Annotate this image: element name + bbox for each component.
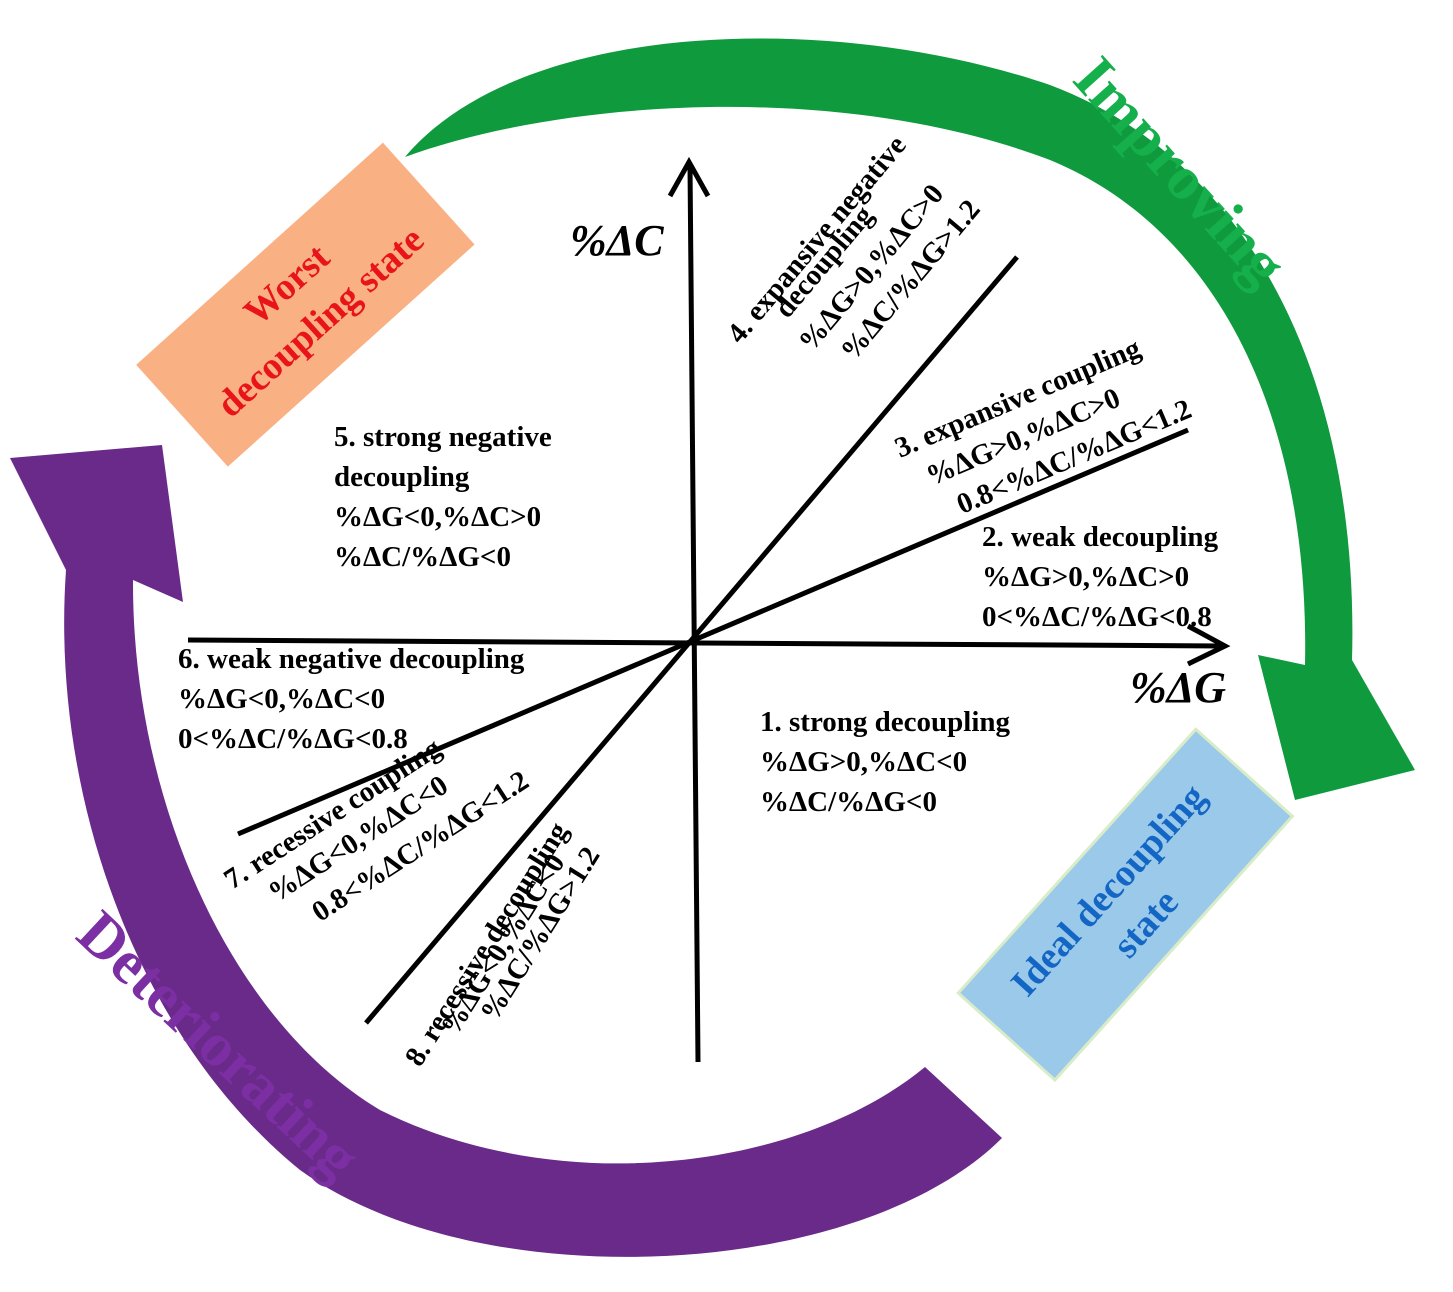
state-5-name: 5. strong negative (334, 421, 552, 453)
y-axis-line (687, 165, 701, 1063)
state-5-subname: decoupling (334, 461, 470, 493)
state-1-condition: %ΔG>0,%ΔC<0 (760, 746, 967, 778)
state-4-label: 4. expansive negative decoupling %ΔG>0,%… (721, 130, 987, 367)
state-2-ratio: 0<%ΔC/%ΔG<0.8 (982, 601, 1212, 633)
state-5-ratio: %ΔC/%ΔG<0 (334, 541, 511, 573)
state-2-condition: %ΔG>0,%ΔC>0 (982, 561, 1189, 593)
deteriorating-arrow (10, 445, 1002, 1257)
state-5-condition: %ΔG<0,%ΔC>0 (334, 501, 541, 533)
state-6-label: 6. weak negative decoupling %ΔG<0,%ΔC<0 … (178, 643, 525, 755)
y-axis-arrowhead (667, 156, 711, 198)
state-6-name: 6. weak negative decoupling (178, 643, 525, 675)
state-2-label: 2. weak decoupling %ΔG>0,%ΔC>0 0<%ΔC/%ΔG… (982, 521, 1219, 633)
state-2-name: 2. weak decoupling (982, 521, 1219, 553)
state-6-condition: %ΔG<0,%ΔC<0 (178, 683, 385, 715)
state-1-name: 1. strong decoupling (760, 706, 1011, 738)
x-axis-arrowhead (1186, 623, 1231, 667)
worst-decoupling-state-box: Worst decoupling state (131, 138, 479, 471)
x-axis-line (187, 637, 1223, 649)
improving-arrow (405, 38, 1415, 800)
boundary-lines (237, 255, 1189, 1025)
ideal-decoupling-state-box: Ideal decoupling state (956, 727, 1295, 1083)
boundary-line-ratio-0-8 (237, 427, 1189, 837)
y-axis-title: %ΔC (570, 216, 664, 265)
state-1-label: 1. strong decoupling %ΔG>0,%ΔC<0 %ΔC/%ΔG… (760, 706, 1011, 818)
x-axis-title: %ΔG (1130, 663, 1226, 712)
axes (187, 156, 1231, 1063)
state-6-ratio: 0<%ΔC/%ΔG<0.8 (178, 723, 408, 755)
state-5-label: 5. strong negative decoupling %ΔG<0,%ΔC>… (334, 421, 552, 573)
state-1-ratio: %ΔC/%ΔG<0 (760, 786, 937, 818)
